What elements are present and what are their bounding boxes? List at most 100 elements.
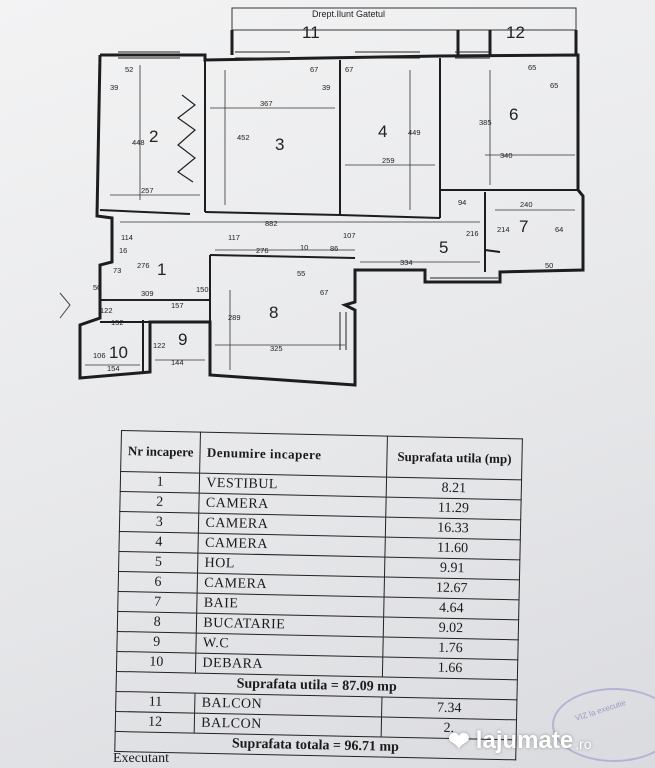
dimension-lines xyxy=(85,65,575,370)
dimension-labels: 52 39 448 257 367 452 67 39 67 449 259 3… xyxy=(93,63,563,373)
stamp-text: VIZ la executie xyxy=(573,698,628,723)
balcony-top-frame xyxy=(231,7,577,31)
cell-nr: 11 xyxy=(115,691,196,714)
executant-label: Executant xyxy=(113,751,169,766)
cell-nr: 8 xyxy=(117,611,198,634)
room-label: 8 xyxy=(269,303,278,322)
watermark-domain: .ro xyxy=(575,736,592,752)
cell-nr: 2 xyxy=(119,491,200,514)
dim-label: 882 xyxy=(265,219,278,228)
cell-nr: 5 xyxy=(118,551,199,574)
site-watermark: ❤ lajumate .ro xyxy=(448,726,592,756)
dim-label: 73 xyxy=(113,266,121,275)
entrance-arrow xyxy=(59,292,71,319)
room-label: 4 xyxy=(378,122,387,141)
dim-label: 289 xyxy=(228,313,241,322)
cell-nr: 7 xyxy=(117,591,198,614)
stamp-seal: VIZ la executie xyxy=(552,688,655,762)
cell-area: 9.91 xyxy=(384,557,520,580)
cell-nr: 12 xyxy=(115,711,195,734)
cell-nr: 10 xyxy=(116,651,197,674)
dim-label: 67 xyxy=(320,288,328,297)
dim-label: 154 xyxy=(107,364,120,373)
room-area-table: Nr incapere Denumire incapere Suprafata … xyxy=(114,430,523,760)
col-header-nr: Nr incapere xyxy=(120,430,201,474)
cell-area: 11.29 xyxy=(385,497,522,520)
dim-label: 214 xyxy=(497,225,510,234)
cell-area: 1.66 xyxy=(382,657,518,680)
cell-nr: 4 xyxy=(118,531,199,554)
cell-nr: 6 xyxy=(118,571,198,594)
floor-plan-drawing: Drept.Ilunt Gatetul xyxy=(59,7,585,387)
dim-label: 52 xyxy=(125,65,133,74)
room-label: 7 xyxy=(519,217,528,236)
dim-label: 16 xyxy=(119,246,127,255)
cell-area: 11.60 xyxy=(384,537,521,560)
dim-label: 67 xyxy=(310,65,318,74)
dim-label: 64 xyxy=(555,225,563,234)
cell-area: 16.33 xyxy=(385,517,521,540)
room-label: 2 xyxy=(149,127,158,146)
room-label: 10 xyxy=(109,343,128,362)
cell-nr: 3 xyxy=(119,511,200,534)
room-label: 5 xyxy=(439,238,448,257)
cell-area: 12.67 xyxy=(384,577,520,600)
outer-walls xyxy=(78,30,585,387)
dim-label: 157 xyxy=(171,301,184,310)
dim-label: 107 xyxy=(343,231,356,240)
dim-label: 117 xyxy=(228,233,240,242)
room-label: 11 xyxy=(302,23,320,42)
dim-label: 144 xyxy=(171,358,184,367)
dim-label: 325 xyxy=(270,344,283,353)
cell-nr: 9 xyxy=(116,631,197,654)
dim-label: 122 xyxy=(153,341,166,350)
dim-label: 152 xyxy=(111,318,124,327)
room-label: 6 xyxy=(509,105,518,124)
dim-label: 385 xyxy=(479,118,492,127)
floor-plan-svg: Drept.Ilunt Gatetul xyxy=(59,7,585,387)
cell-area: 7.34 xyxy=(381,697,517,720)
dim-label: 65 xyxy=(550,81,558,90)
dim-label: 50 xyxy=(93,283,101,292)
dim-label: 340 xyxy=(500,151,513,160)
room-label: 3 xyxy=(275,135,284,154)
dim-label: 50 xyxy=(545,261,553,270)
dim-label: 452 xyxy=(237,133,250,142)
dim-label: 65 xyxy=(528,63,536,72)
dim-label: 67 xyxy=(345,65,353,74)
windows xyxy=(118,51,498,350)
dim-label: 150 xyxy=(196,285,209,294)
cell-area: 1.76 xyxy=(382,637,519,660)
dim-label: 106 xyxy=(93,351,106,360)
cell-area: 9.02 xyxy=(383,617,519,640)
heart-icon: ❤ xyxy=(448,725,470,756)
bifold-door xyxy=(176,94,196,183)
plan-header-text: Drept.Ilunt Gatetul xyxy=(312,9,385,19)
dim-label: 122 xyxy=(100,306,113,315)
interior-walls xyxy=(99,58,578,372)
watermark-brand: lajumate xyxy=(475,727,574,754)
dim-label: 276 xyxy=(256,246,269,255)
dim-label: 276 xyxy=(137,261,150,270)
cell-nr: 1 xyxy=(120,471,200,494)
dim-label: 240 xyxy=(520,200,533,209)
dim-label: 86 xyxy=(330,244,338,253)
dim-label: 257 xyxy=(141,186,154,195)
dim-label: 94 xyxy=(458,198,466,207)
dim-label: 39 xyxy=(110,83,118,92)
col-header-name: Denumire incapere xyxy=(199,432,388,478)
room-label: 1 xyxy=(157,260,166,279)
dim-label: 39 xyxy=(322,83,330,92)
room-labels: 2 3 4 6 1 5 7 8 9 10 11 12 xyxy=(109,23,528,362)
col-header-area: Suprafata utila (mp) xyxy=(386,436,523,480)
dim-label: 449 xyxy=(408,128,421,137)
dim-label: 55 xyxy=(297,269,305,278)
dim-label: 259 xyxy=(382,156,395,165)
dim-label: 334 xyxy=(400,258,413,267)
dim-label: 216 xyxy=(466,229,479,238)
dim-label: 309 xyxy=(141,289,154,298)
cell-area: 8.21 xyxy=(386,477,522,500)
room-label: 9 xyxy=(178,330,187,349)
dim-label: 367 xyxy=(260,99,273,108)
